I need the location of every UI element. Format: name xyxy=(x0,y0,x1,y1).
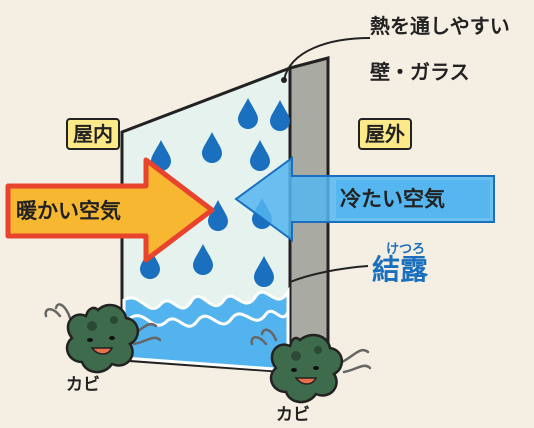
droplet xyxy=(254,256,274,287)
droplets xyxy=(140,98,290,287)
condensation-leader-line xyxy=(289,265,369,283)
outdoor-label: 屋外 xyxy=(358,118,412,150)
droplet xyxy=(238,98,258,129)
warm-air-arrow xyxy=(5,157,215,263)
mold-label-2: カビ xyxy=(276,405,310,425)
cold-air-label: 冷たい空気 xyxy=(340,187,445,211)
wall-label-line1: 熱を通しやすい xyxy=(370,14,510,38)
water-wave-highlight xyxy=(129,309,290,328)
condensed-water xyxy=(122,286,290,372)
droplet xyxy=(151,140,171,171)
condensation-reading: けつろ xyxy=(386,242,426,257)
indoor-label: 屋内 xyxy=(66,118,120,150)
cold-air-arrow-inner xyxy=(336,180,490,218)
droplet xyxy=(250,140,270,171)
droplet xyxy=(140,248,160,279)
mold-label-1: カビ xyxy=(66,375,100,395)
mold-character-2 xyxy=(250,328,372,404)
droplet xyxy=(202,132,222,163)
condensation-label: 結露 xyxy=(372,253,429,286)
mold-character-1 xyxy=(44,303,162,374)
droplet xyxy=(193,244,213,275)
wall-leader-line xyxy=(283,37,371,81)
warm-air-label: 暖かい空気 xyxy=(16,199,121,223)
droplet xyxy=(208,200,228,231)
wall-label-line2: 壁・ガラス xyxy=(370,60,470,84)
wall-leader-dot xyxy=(281,77,287,83)
droplet xyxy=(270,100,290,131)
